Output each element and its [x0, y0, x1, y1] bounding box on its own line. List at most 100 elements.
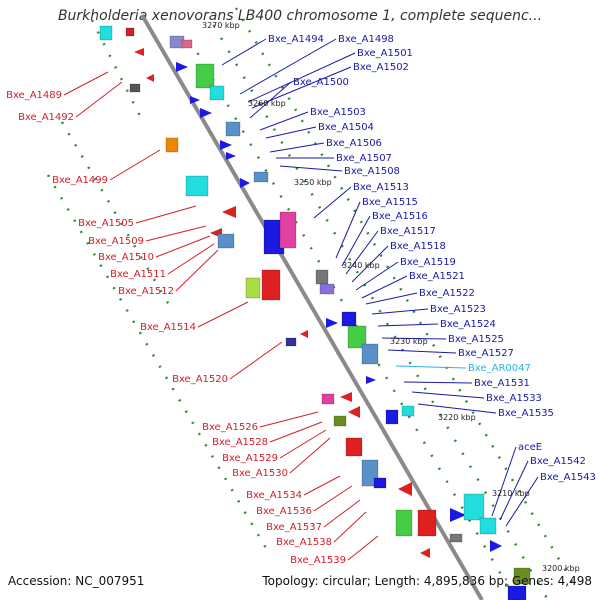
gene-arrow [222, 206, 236, 218]
gene-label[interactable]: Bxe_A1511 [110, 269, 166, 280]
gene-label[interactable]: Bxe_A1539 [290, 555, 346, 566]
gene-label[interactable]: aceE [518, 442, 542, 453]
leader-line [221, 38, 267, 66]
gene-label[interactable]: Bxe_A1492 [18, 112, 74, 123]
gene-label[interactable]: Bxe_A1516 [372, 211, 428, 222]
gene-features [99, 25, 531, 600]
gene-feature [217, 233, 235, 249]
gene-feature [195, 63, 215, 89]
leader-line [239, 38, 337, 95]
tick-label: 3200 kbp [542, 564, 580, 573]
gene-feature [225, 121, 241, 137]
gene-feature [279, 211, 297, 249]
gene-label[interactable]: Bxe_A1525 [448, 334, 504, 345]
gene-feature [417, 509, 437, 537]
gene-arrow [450, 508, 466, 522]
gene-label[interactable]: Bxe_A1515 [362, 197, 418, 208]
gene-label[interactable]: Bxe_A1519 [400, 257, 456, 268]
gene-feature [321, 393, 335, 405]
gene-feature [361, 343, 379, 365]
gene-feature [319, 283, 335, 295]
gene-feature [129, 83, 141, 93]
gene-label[interactable]: Bxe_A1535 [498, 408, 554, 419]
leader-line [63, 71, 109, 96]
gene-label[interactable]: Bxe_A1529 [222, 453, 278, 464]
leader-line [505, 476, 539, 527]
gene-label[interactable]: Bxe_A1507 [336, 153, 392, 164]
leader-line [403, 381, 473, 384]
gene-label[interactable]: Bxe_A1502 [353, 62, 409, 73]
gene-label[interactable]: Bxe_A1509 [88, 236, 144, 247]
gene-feature [347, 325, 367, 349]
gene-label[interactable]: Bxe_A1494 [268, 34, 324, 45]
leader-line [75, 81, 123, 118]
tick-label: 3220 kbp [438, 413, 476, 422]
gridline [46, 174, 272, 556]
gene-feature [395, 509, 413, 537]
leader-line [249, 81, 292, 119]
gene-label[interactable]: Bxe_A1523 [430, 304, 486, 315]
gene-arrow [176, 62, 188, 72]
gene-arrow [190, 96, 200, 104]
gene-feature [507, 585, 527, 600]
gene-label[interactable]: Bxe_A1504 [318, 122, 374, 133]
gene-label[interactable]: Bxe_A1537 [266, 522, 322, 533]
leader-line [197, 301, 249, 328]
gene-arrow [226, 152, 236, 160]
gene-feature [185, 175, 209, 197]
gene-label[interactable]: Bxe_A1503 [310, 107, 366, 118]
gene-label[interactable]: Bxe_A1543 [540, 472, 596, 483]
gene-label[interactable]: Bxe_AR0047 [468, 363, 531, 374]
tick-label: 3260 kbp [248, 99, 286, 108]
gene-arrow [348, 406, 360, 418]
gene-feature [513, 567, 531, 585]
gene-label[interactable]: Bxe_A1527 [458, 348, 514, 359]
gene-feature [401, 405, 415, 417]
gene-label[interactable]: Bxe_A1533 [486, 393, 542, 404]
leader-line [279, 165, 343, 172]
leader-line [341, 215, 371, 267]
gene-label[interactable]: Bxe_A1536 [256, 506, 312, 517]
leader-line [167, 243, 215, 275]
gene-arrow [134, 48, 144, 56]
gene-label[interactable]: Bxe_A1499 [52, 175, 108, 186]
gene-label[interactable]: Bxe_A1518 [390, 241, 446, 252]
gene-label[interactable]: Bxe_A1517 [380, 226, 436, 237]
gene-feature [253, 171, 269, 183]
leader-line [491, 446, 517, 517]
gene-label[interactable]: Bxe_A1520 [172, 374, 228, 385]
gene-label[interactable]: Bxe_A1500 [293, 77, 349, 88]
gene-label[interactable]: Bxe_A1489 [6, 90, 62, 101]
gene-label[interactable]: Bxe_A1521 [409, 271, 465, 282]
leader-line [333, 511, 367, 543]
tick-label: 3250 kbp [294, 178, 332, 187]
gene-label[interactable]: Bxe_A1542 [530, 456, 586, 467]
gene-label[interactable]: Bxe_A1510 [98, 252, 154, 263]
gene-feature [209, 85, 225, 101]
gene-feature [449, 533, 463, 543]
gene-label[interactable]: Bxe_A1505 [78, 218, 134, 229]
leader-line [371, 308, 429, 315]
gene-arrow [420, 548, 430, 558]
gene-label[interactable]: Bxe_A1501 [357, 48, 413, 59]
gene-label[interactable]: Bxe_A1508 [344, 166, 400, 177]
gene-label[interactable]: Bxe_A1512 [118, 286, 174, 297]
gene-label[interactable]: Bxe_A1531 [474, 378, 530, 389]
gene-label[interactable]: Bxe_A1514 [140, 322, 196, 333]
gene-arrow [300, 330, 308, 338]
gene-label[interactable]: Bxe_A1528 [212, 437, 268, 448]
gene-label[interactable]: Bxe_A1522 [419, 288, 475, 299]
tick-label: 3210 kbp [492, 489, 530, 498]
gene-label[interactable]: Bxe_A1524 [440, 319, 496, 330]
gene-label[interactable]: Bxe_A1534 [246, 490, 302, 501]
leader-line [175, 249, 219, 292]
gene-label[interactable]: Bxe_A1506 [326, 138, 382, 149]
gene-feature [245, 277, 261, 299]
gene-label[interactable]: Bxe_A1526 [202, 422, 258, 433]
gene-label[interactable]: Bxe_A1513 [353, 182, 409, 193]
gene-label[interactable]: Bxe_A1530 [232, 468, 288, 479]
gene-label[interactable]: Bxe_A1538 [276, 537, 332, 548]
gene-label[interactable]: Bxe_A1498 [338, 34, 394, 45]
